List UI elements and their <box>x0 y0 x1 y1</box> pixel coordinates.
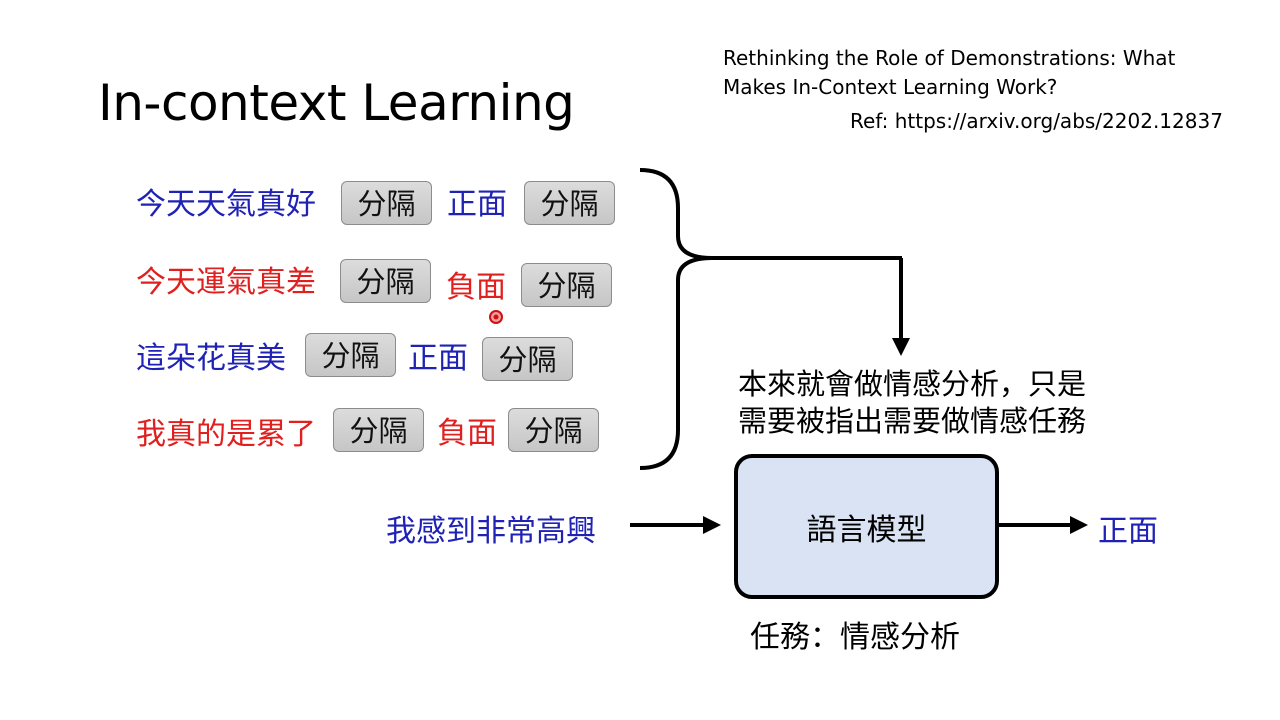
model-output-text: 正面 <box>1098 514 1158 549</box>
demo-4-separator-1: 分隔 <box>333 408 424 452</box>
down-arrow-head <box>892 338 910 356</box>
demo-1-text: 今天天氣真好 <box>136 187 316 222</box>
slide-title: In-context Learning <box>98 74 575 132</box>
demo-4-label: 負面 <box>437 416 497 451</box>
demo-2-separator-1: 分隔 <box>340 259 431 303</box>
demo-3-separator-2: 分隔 <box>482 337 573 381</box>
reference-link: Ref: https://arxiv.org/abs/2202.12837 <box>850 109 1223 133</box>
language-model-label: 語言模型 <box>806 512 927 548</box>
demo-3-separator-1: 分隔 <box>305 333 396 377</box>
demo-1-separator-2: 分隔 <box>524 181 615 225</box>
output-arrow-head <box>1070 516 1088 534</box>
demo-3-text: 這朵花真美 <box>136 341 286 376</box>
explanation-note-line-1: 本來就會做情感分析，只是 <box>738 367 1087 401</box>
input-arrow-head <box>703 516 721 534</box>
task-label: 任務：情感分析 <box>750 620 960 655</box>
demo-1-separator-1: 分隔 <box>341 181 432 225</box>
demonstrations-brace <box>639 168 713 470</box>
demo-2-text: 今天運氣真差 <box>136 265 316 300</box>
demo-4-separator-2: 分隔 <box>508 408 599 452</box>
demo-1-label: 正面 <box>447 187 507 222</box>
explanation-note: 本來就會做情感分析，只是 需要被指出需要做情感任務 <box>738 366 1086 440</box>
language-model-box: 語言模型 <box>734 454 999 599</box>
query-input-text: 我感到非常高興 <box>386 514 596 549</box>
demo-2-label: 負面 <box>446 270 506 305</box>
demo-4-text: 我真的是累了 <box>136 417 316 452</box>
demo-3-label: 正面 <box>408 341 468 376</box>
reference-paper-title: Rethinking the Role of Demonstrations: W… <box>723 46 1176 99</box>
demo-2-separator-2: 分隔 <box>521 263 612 307</box>
explanation-note-line-2: 需要被指出需要做情感任務 <box>738 404 1087 438</box>
